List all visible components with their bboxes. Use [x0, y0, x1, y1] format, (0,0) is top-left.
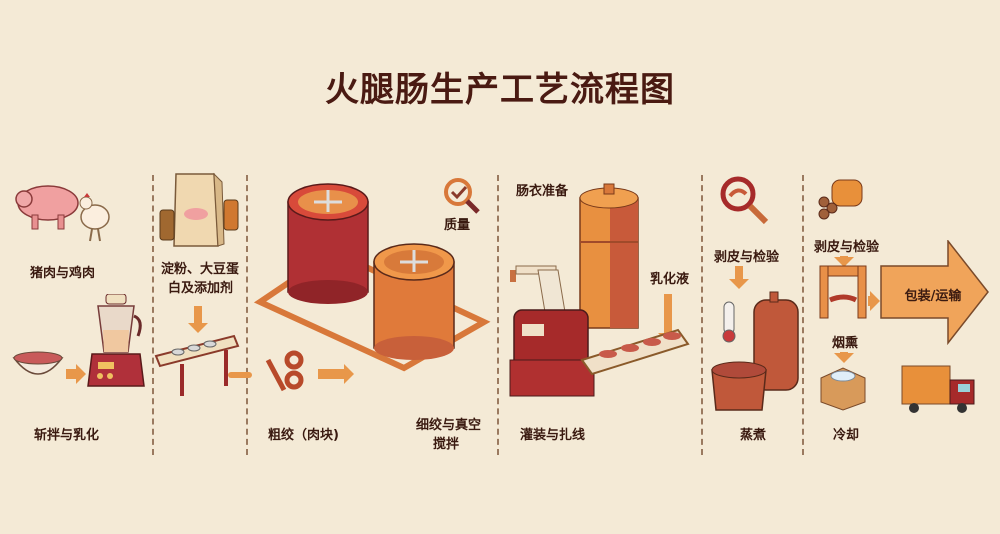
- label-casing-prep: 肠衣准备: [516, 184, 569, 199]
- label-peel-inspect-1: 剥皮与检验: [714, 250, 780, 265]
- quality-magnifier-icon: [444, 178, 480, 214]
- label-peel-inspect-2: 剥皮与检验: [814, 240, 880, 255]
- label-chop-emulsify: 斩拌与乳化: [34, 428, 100, 443]
- inspection-magnifier-icon: [720, 176, 769, 225]
- label-coarse-grind: 粗绞（肉块): [268, 428, 339, 443]
- label-steam-cook: 蒸煮: [740, 428, 767, 443]
- pipe-connector: [228, 372, 252, 378]
- arrow-right-icon: [66, 364, 86, 384]
- label-filling-tying: 灌装与扎线: [520, 428, 586, 443]
- cooling-box-icon: [820, 367, 866, 411]
- page-title: 火腿肠生产工艺流程图: [325, 70, 675, 110]
- additive-bag-icon: [159, 172, 239, 247]
- arrow-right-icon: [318, 364, 354, 384]
- pig-chicken-icon: [15, 185, 110, 242]
- stage-divider: [152, 175, 154, 455]
- label-additives-line1: 淀粉、大豆蛋: [161, 262, 240, 277]
- conveyor-icon: [154, 334, 240, 396]
- label-fine-grind-line2: 搅拌: [433, 437, 460, 452]
- delivery-truck-icon: [901, 365, 975, 413]
- label-package-transport: 包装/运输: [904, 289, 962, 304]
- emulsion-tank-icon: [579, 183, 639, 329]
- arrow-down-icon: [834, 256, 854, 267]
- stage-divider: [246, 175, 248, 455]
- stage-divider: [802, 175, 804, 455]
- label-quality: 质量: [444, 218, 471, 233]
- arrow-down-icon: [729, 266, 749, 289]
- blender-icon: [87, 294, 145, 387]
- steamer-icon: [711, 291, 799, 411]
- label-additives-line2: 白及添加剂: [168, 281, 234, 296]
- smoke-wood-icon: [818, 179, 863, 220]
- package-transport-arrow: [880, 240, 989, 345]
- arrow-right-icon: [868, 291, 880, 311]
- stage-divider: [701, 175, 703, 455]
- label-fine-grind-line1: 细绞与真空: [416, 418, 482, 433]
- grinder-tanks-icon: [254, 183, 491, 372]
- grinder-blade-icon: [265, 350, 304, 392]
- arrow-down-icon: [834, 352, 854, 363]
- smokehouse-frame-icon: [819, 265, 867, 319]
- label-pork-chicken: 猪肉与鸡肉: [30, 266, 96, 281]
- meat-bowl-icon: [12, 351, 64, 375]
- filling-machine-icon: [509, 265, 690, 397]
- arrow-down-icon: [188, 306, 208, 333]
- label-smoke: 烟熏: [832, 336, 859, 351]
- stage-divider: [497, 175, 499, 455]
- label-emulsion: 乳化液: [650, 272, 690, 287]
- label-cooling: 冷却: [833, 428, 860, 443]
